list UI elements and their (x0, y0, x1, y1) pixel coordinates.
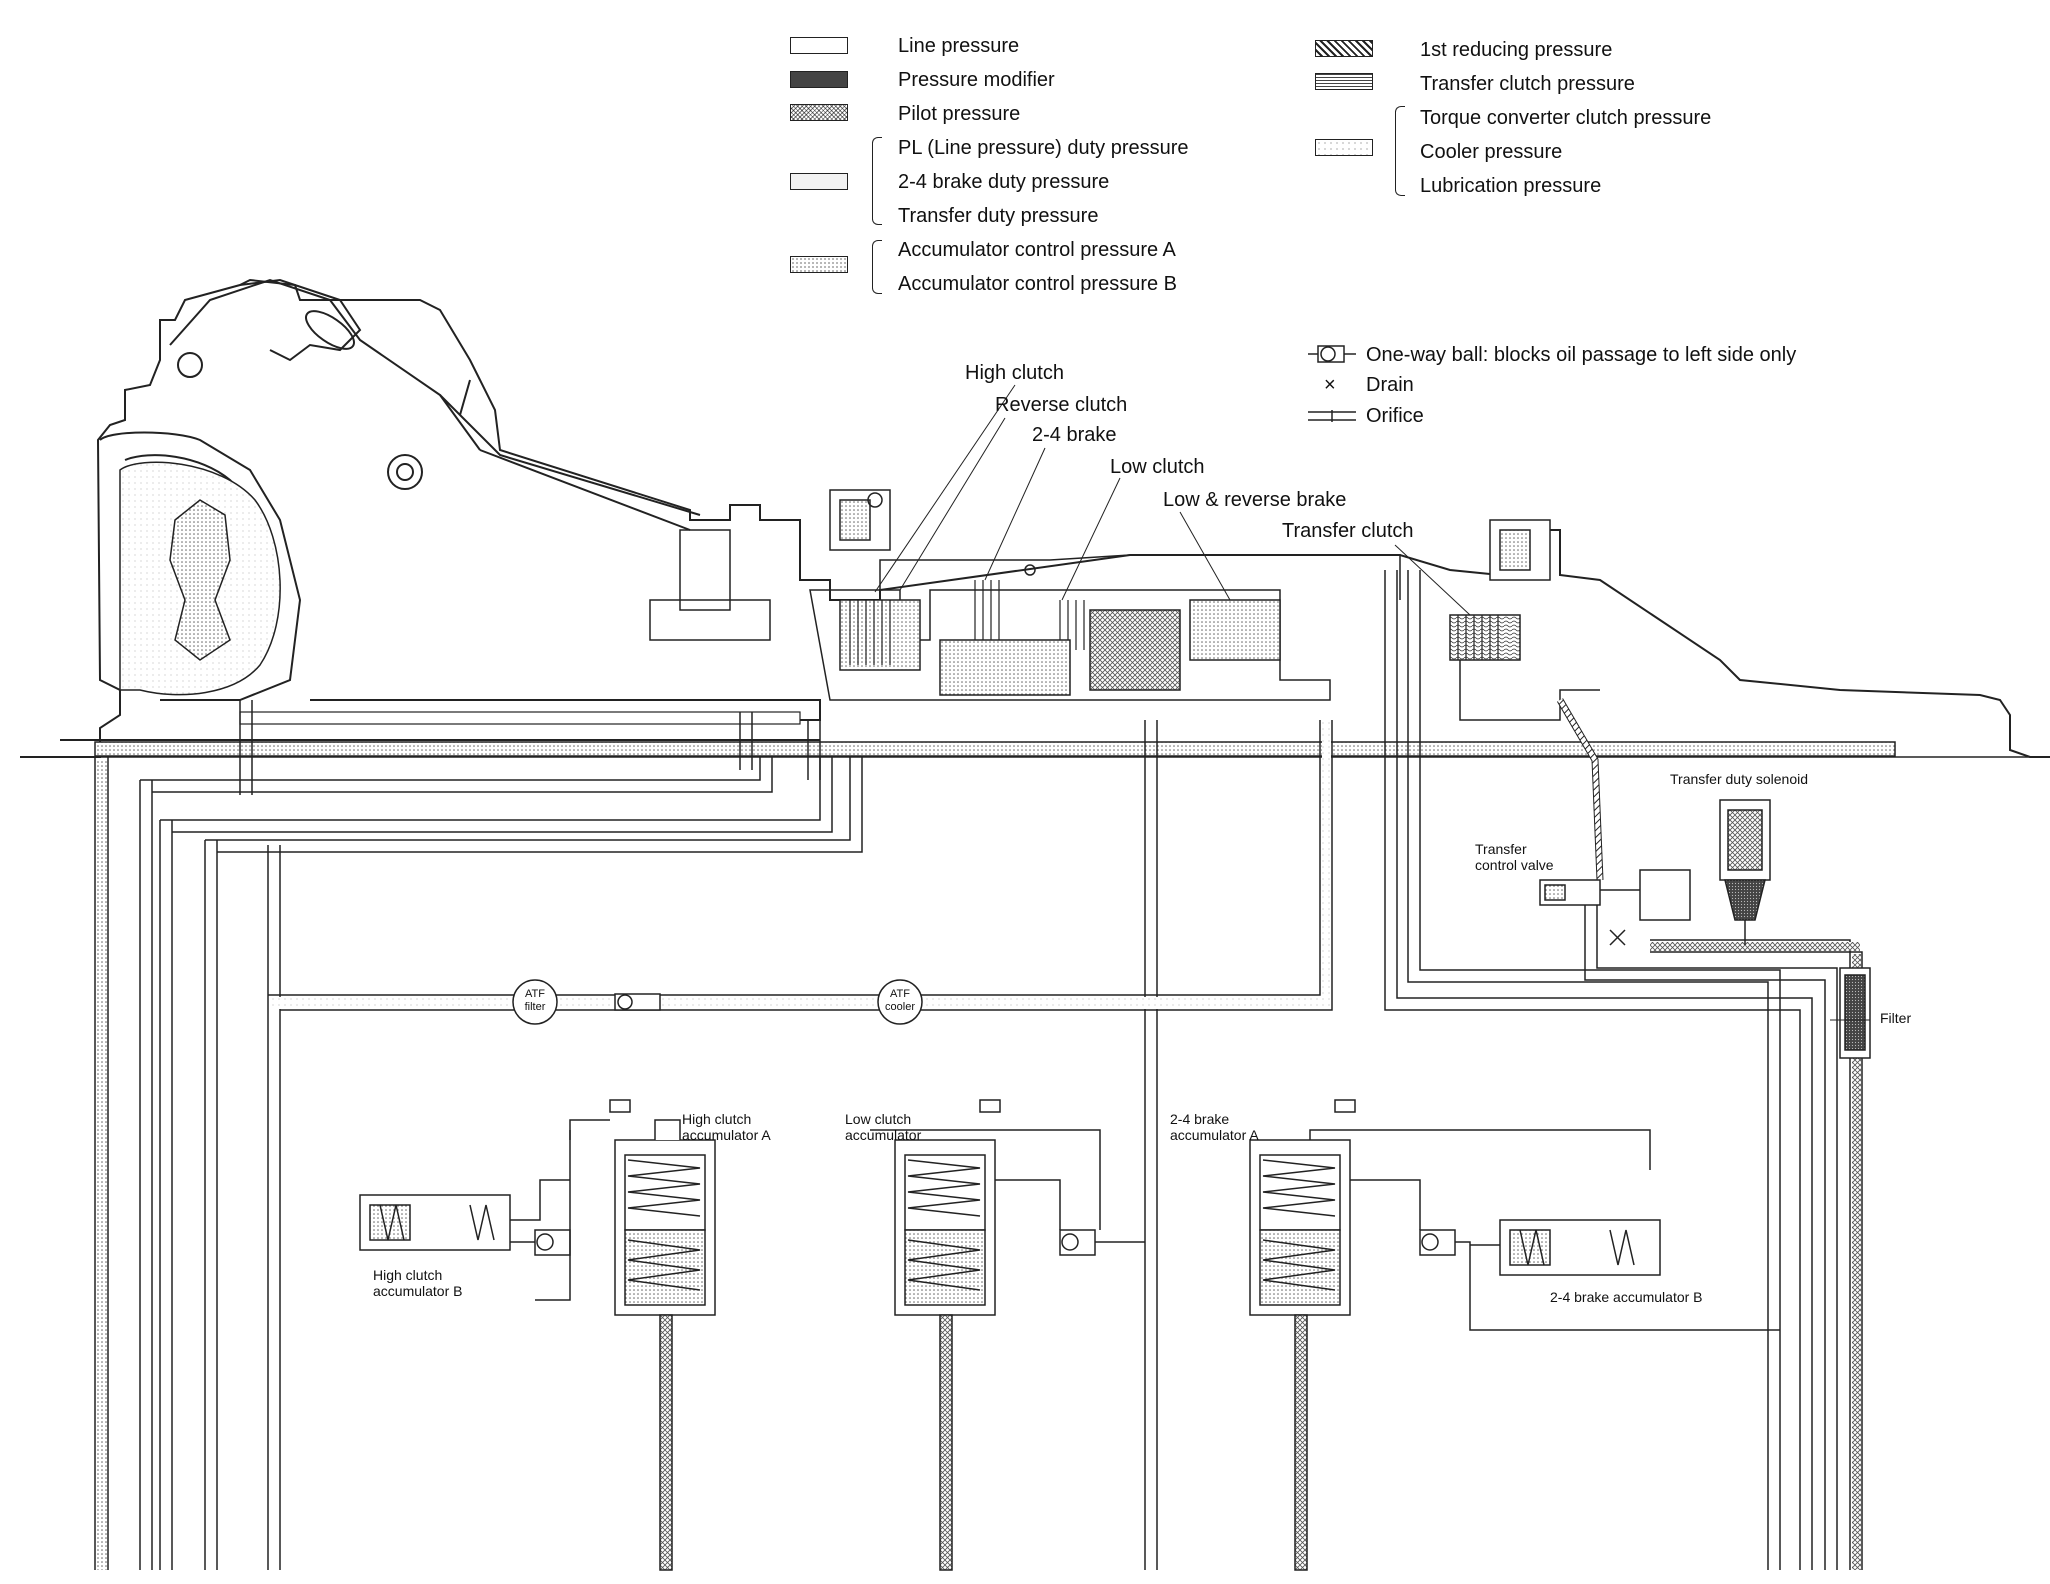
legend-cooler-pressure: Cooler pressure (1420, 141, 1563, 163)
label-reverse-clutch: Reverse clutch (995, 394, 1128, 416)
swatch-line-pressure (790, 37, 848, 54)
brake24-accumulator-a (1249, 1099, 1651, 1571)
symbol-one-way-ball-label: One-way ball: blocks oil passage to left… (1366, 344, 1797, 366)
label-transfer-control-valve-2: control valve (1475, 857, 1554, 873)
label-atf-filter-2: filter (524, 1001, 546, 1013)
transfer-control-valve (1539, 869, 1691, 946)
swatch-pressure-modifier (790, 71, 848, 88)
label-atf-cooler-2: cooler (885, 1001, 915, 1013)
atf-filter-symbol (512, 979, 558, 1025)
label-low-clutch-acc-1: Low clutch (845, 1111, 912, 1127)
swatch-pilot-pressure (790, 104, 848, 121)
label-high-clutch-acc-a-1: High clutch (682, 1111, 752, 1127)
legend-transfer-duty: Transfer duty pressure (898, 205, 1099, 227)
high-clutch-accumulator-a (569, 1099, 716, 1571)
label-high-clutch-acc-a-2: accumulator A (682, 1127, 771, 1143)
converter-core (169, 499, 231, 661)
label-filter: Filter (1880, 1010, 1912, 1026)
legend-lubrication-pressure: Lubrication pressure (1420, 175, 1602, 197)
legend-acc-control-b: Accumulator control pressure B (898, 273, 1178, 295)
swatch-transfer-clutch (1315, 73, 1373, 90)
brace-accumulator-group (872, 240, 882, 294)
main-shaft (94, 711, 1896, 757)
label-leaders (874, 384, 1870, 1021)
cooler-one-way-ball (614, 993, 661, 1011)
legend-symbol-one-way-ball (1308, 345, 1356, 363)
label-high-clutch-acc-b-2: accumulator B (373, 1283, 463, 1299)
label-2-4-brake-acc-a-1: 2-4 brake (1170, 1111, 1230, 1127)
legend-line-pressure: Line pressure (898, 35, 1020, 57)
label-transfer-control-valve-1: Transfer (1475, 841, 1527, 857)
label-2-4-brake: 2-4 brake (1032, 424, 1117, 446)
drain-symbol-icon: × (1324, 374, 1336, 396)
label-2-4-brake-acc-b: 2-4 brake accumulator B (1550, 1289, 1703, 1305)
legend-pressure-modifier: Pressure modifier (898, 69, 1055, 91)
legend-transfer-clutch-pressure: Transfer clutch pressure (1420, 73, 1635, 95)
transmission-housing (20, 278, 2050, 758)
label-high-clutch-acc-b-1: High clutch (373, 1267, 443, 1283)
legend-pl-duty: PL (Line pressure) duty pressure (898, 137, 1189, 159)
label-2-4-brake-acc-a-2: accumulator A (1170, 1127, 1259, 1143)
label-transfer-clutch: Transfer clutch (1282, 520, 1414, 542)
label-atf-cooler-1: ATF (890, 988, 910, 1000)
swatch-accumulator-control (790, 256, 848, 273)
label-atf-filter-1: ATF (525, 988, 545, 1000)
legend-acc-control-a: Accumulator control pressure A (898, 239, 1176, 261)
accumulator-lines (510, 1130, 1780, 1331)
label-transfer-duty-solenoid: Transfer duty solenoid (1670, 771, 1808, 787)
transfer-clutch-section (1449, 519, 1600, 721)
oil-passages (94, 570, 1863, 1570)
symbol-orifice-label: Orifice (1366, 405, 1424, 427)
label-low-clutch: Low clutch (1110, 456, 1205, 478)
swatch-cooler-group (1315, 139, 1373, 156)
legend-first-reducing: 1st reducing pressure (1420, 39, 1613, 61)
swatch-first-reducing (1315, 40, 1373, 57)
legend-pilot-pressure: Pilot pressure (898, 103, 1021, 125)
legend-torque-converter-clutch: Torque converter clutch pressure (1420, 107, 1712, 129)
legend-brake24-duty: 2-4 brake duty pressure (898, 171, 1110, 193)
filter-element (1839, 967, 1871, 1059)
label-low-clutch-acc-2: accumulator (845, 1127, 922, 1143)
symbol-drain-label: Drain (1366, 374, 1414, 396)
transfer-duty-solenoid (1719, 799, 1771, 945)
one-way-ball-valves (534, 1229, 1456, 1256)
label-low-reverse-brake: Low & reverse brake (1163, 489, 1347, 511)
brace-duty-group (872, 137, 882, 225)
clutch-packs (649, 489, 1401, 701)
atf-cooler-symbol (877, 979, 923, 1025)
high-clutch-accumulator-b (359, 1179, 570, 1251)
low-clutch-accumulator (870, 1099, 1101, 1571)
brace-cooler-group (1395, 106, 1405, 196)
label-high-clutch: High clutch (965, 362, 1064, 384)
legend-symbol-orifice (1308, 410, 1356, 422)
brake24-accumulator-b (1470, 1219, 1661, 1276)
swatch-duty-pressure (790, 173, 848, 190)
